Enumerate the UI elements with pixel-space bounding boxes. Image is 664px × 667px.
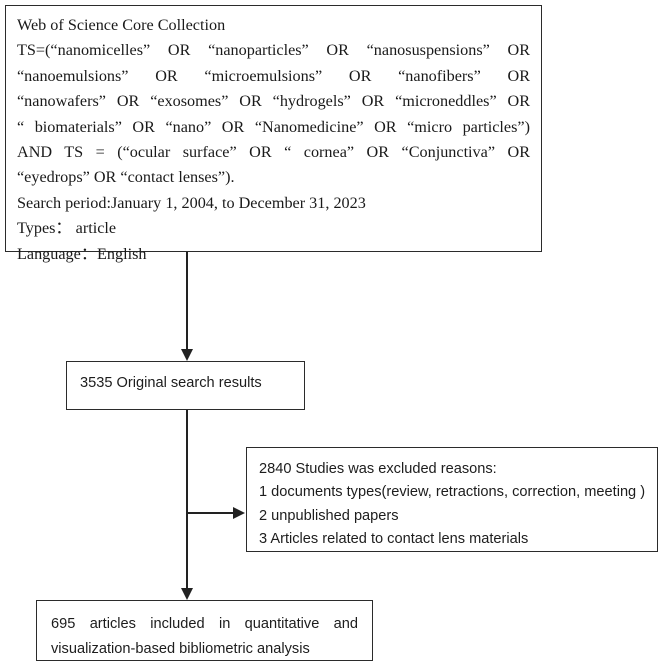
original-results-label: 3535 Original search results (80, 375, 262, 391)
arrowhead-search-to-results (180, 349, 193, 361)
original-results-box: 3535 Original search results (66, 361, 305, 410)
exclusions-header: 2840 Studies was excluded reasons: (259, 461, 497, 477)
search-period: Search period:January 1, 2004, to Decemb… (17, 193, 366, 212)
connector-search-to-results (186, 252, 188, 349)
query-line-3: “nanowafers” OR “exosomes” OR “hydrogels… (17, 92, 530, 111)
query-line-5: AND TS = (“ocular surface” OR “ cornea” … (17, 143, 530, 162)
exclusion-reason-2: 2 unpublished papers (259, 507, 399, 524)
connector-results-to-exclusions (187, 512, 233, 514)
arrowhead-results-to-included (180, 588, 193, 600)
search-strategy-box: Web of Science Core Collection TS=(“nano… (5, 5, 542, 263)
connector-results-to-included (186, 410, 188, 588)
included-studies-box: 695 articles included in quantitative an… (36, 600, 373, 661)
database-name: Web of Science Core Collection (17, 16, 226, 34)
included-line-1: 695 articles included in quantitative an… (51, 616, 358, 632)
exclusion-reason-1: 1 documents types(review, retractions, c… (259, 484, 646, 501)
language: Language：English (17, 244, 147, 263)
exclusions-box: 2840 Studies was excluded reasons: 1 doc… (246, 447, 658, 552)
query-line-2: “nanoemulsions” OR “microemulsions” OR “… (17, 66, 530, 85)
exclusion-reason-3: 3 Articles related to contact lens mater… (259, 531, 529, 548)
document-types: Types： article (17, 219, 117, 238)
query-line-6: “eyedrops” OR “contact lenses”). (17, 168, 235, 187)
query-line-1: TS=(“nanomicelles” OR “nanoparticles” OR… (17, 41, 530, 60)
included-line-2: visualization-based bibliometric analysi… (51, 641, 310, 657)
arrowhead-results-to-exclusions (233, 506, 245, 519)
query-line-4: “ biomaterials” OR “nano” OR “Nanomedici… (17, 117, 530, 136)
